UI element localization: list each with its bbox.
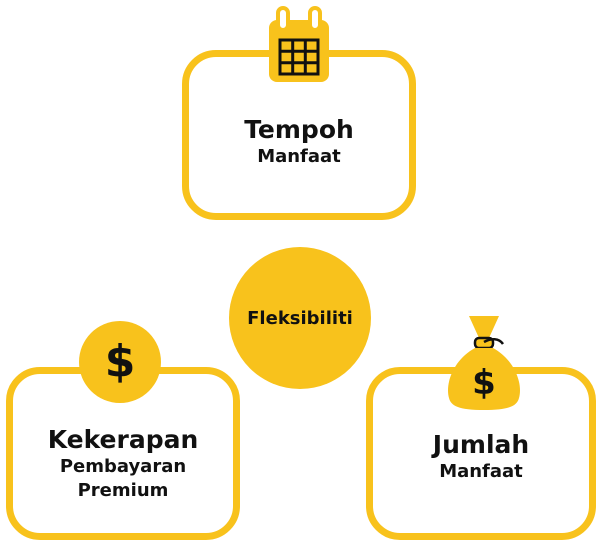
kekerapan-label: Kekerapan Pembayaran Premium: [6, 425, 240, 503]
jumlah-title: Jumlah: [432, 430, 530, 459]
kekerapan-line3: Premium: [77, 480, 169, 501]
calendar-icon: [269, 6, 329, 82]
money-bag-icon: $: [448, 316, 520, 410]
dollar-symbol: $: [104, 336, 136, 387]
money-bag-dollar: $: [472, 363, 496, 403]
jumlah-manfaat-label: Jumlah Manfaat: [366, 430, 596, 484]
tempoh-subtitle: Manfaat: [257, 146, 341, 167]
fleksibiliti-label: Fleksibiliti: [247, 307, 353, 329]
jumlah-subtitle: Manfaat: [439, 461, 523, 482]
kekerapan-title: Kekerapan: [47, 425, 199, 454]
tempoh-manfaat-label: Tempoh Manfaat: [182, 115, 416, 169]
fleksibiliti-circle: Fleksibiliti: [229, 247, 371, 389]
tempoh-title: Tempoh: [244, 115, 354, 144]
kekerapan-line2: Pembayaran: [59, 456, 187, 477]
dollar-coin-icon: $: [79, 321, 161, 403]
